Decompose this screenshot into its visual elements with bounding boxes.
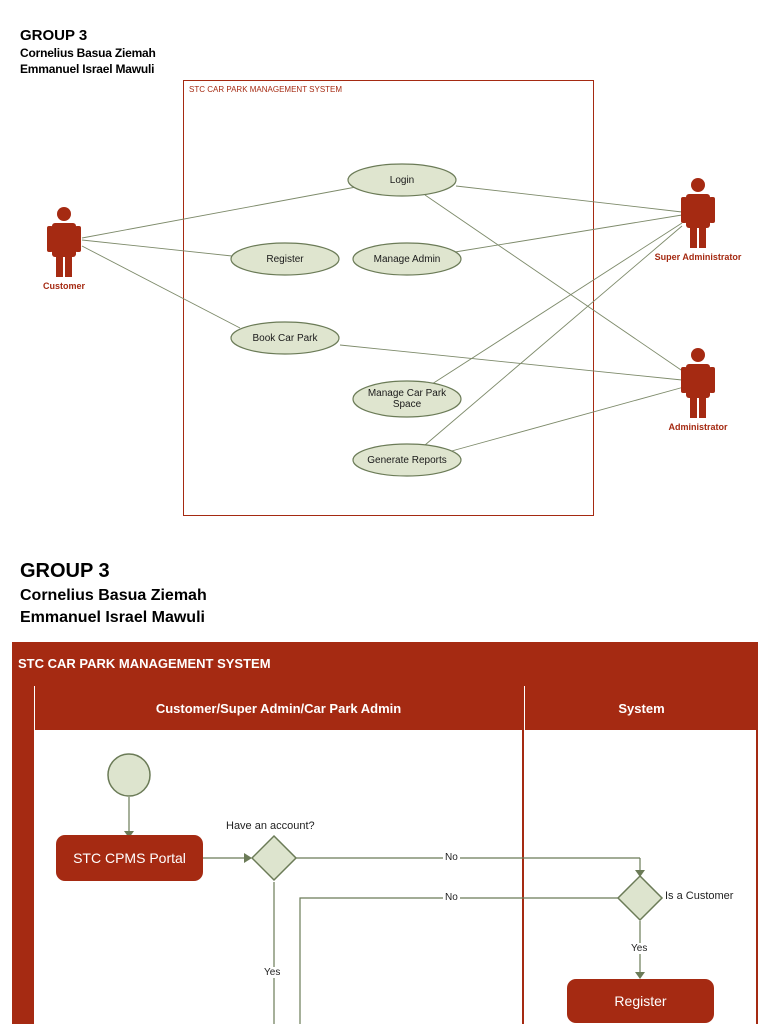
activity-system-title-bar: STC CAR PARK MANAGEMENT SYSTEM — [12, 642, 758, 686]
activity-flow-diagram — [107, 686, 758, 1024]
use-case-book-car-park: Book Car Park — [252, 332, 318, 344]
use-case-register: Register — [266, 253, 304, 265]
question-is-customer: Is a Customer — [665, 890, 734, 902]
actor-label-admin: Administrator — [668, 422, 728, 432]
customer-actor-icon — [47, 207, 81, 277]
label-no-1: No — [443, 852, 460, 863]
use-case-manage-admin-ellipse — [352, 242, 462, 276]
decision-have-account — [250, 834, 298, 882]
use-case-system-label: STC CAR PARK MANAGEMENT SYSTEM — [189, 85, 343, 94]
activity-member-1: Cornelius Basua Ziemah — [20, 587, 207, 604]
use-case-register-ellipse — [230, 242, 340, 276]
decision-is-customer — [616, 874, 664, 922]
use-case-member-1: Cornelius Basua Ziemah — [20, 46, 156, 60]
super-admin-actor-icon — [681, 178, 715, 248]
assoc-manageadmin-superadmin — [454, 214, 683, 253]
arrow-to-register — [635, 972, 645, 979]
lane-header-system: System — [525, 686, 758, 730]
question-have-account: Have an account? — [226, 820, 315, 832]
lane-header-user: Customer/Super Admin/Car Park Admin — [35, 686, 522, 730]
swimlane-side-strip — [12, 686, 34, 1024]
use-case-group-title: GROUP 3 — [20, 27, 88, 44]
use-case-member-2: Emmanuel Israel Mawuli — [20, 62, 155, 76]
admin-actor-icon — [681, 348, 715, 418]
assoc-book-admin — [339, 344, 683, 381]
use-case-generate-reports: Generate Reports — [367, 454, 447, 466]
arrow-to-decision — [244, 853, 252, 863]
actor-label-super-admin: Super Administrator — [654, 252, 742, 262]
system-boundary — [183, 80, 594, 516]
use-case-book-ellipse — [230, 321, 340, 355]
use-case-login: Login — [389, 174, 415, 186]
arrow-to-portal — [124, 831, 134, 838]
flow-no-back — [299, 897, 619, 1024]
use-case-manage-space-ellipse — [352, 380, 462, 418]
label-yes-2: Yes — [629, 943, 650, 954]
assoc-customer-login — [81, 186, 357, 239]
assoc-customer-book — [81, 245, 241, 329]
register-node: Register — [567, 979, 714, 1023]
portal-node: STC CPMS Portal — [56, 835, 203, 881]
arrow-to-customer-check — [635, 870, 645, 877]
use-case-diagram — [47, 80, 715, 516]
assoc-login-superadmin — [455, 185, 683, 213]
assoc-space-superadmin — [431, 222, 683, 385]
use-case-manage-admin: Manage Admin — [373, 253, 441, 265]
use-case-login-ellipse — [347, 163, 457, 197]
assoc-reports-superadmin — [424, 225, 683, 446]
activity-system-label: STC CAR PARK MANAGEMENT SYSTEM — [18, 656, 271, 671]
use-case-manage-space: Manage Car Park Space — [367, 388, 447, 410]
use-case-reports-ellipse — [352, 443, 462, 477]
assoc-reports-admin — [447, 386, 685, 453]
assoc-login-admin — [424, 194, 685, 373]
activity-group-title: GROUP 3 — [20, 560, 110, 582]
label-no-2: No — [443, 892, 460, 903]
start-node — [107, 753, 151, 797]
label-yes-1: Yes — [262, 967, 283, 978]
actor-label-customer: Customer — [42, 281, 85, 291]
assoc-customer-register — [81, 239, 233, 257]
activity-member-2: Emmanuel Israel Mawuli — [20, 609, 205, 626]
